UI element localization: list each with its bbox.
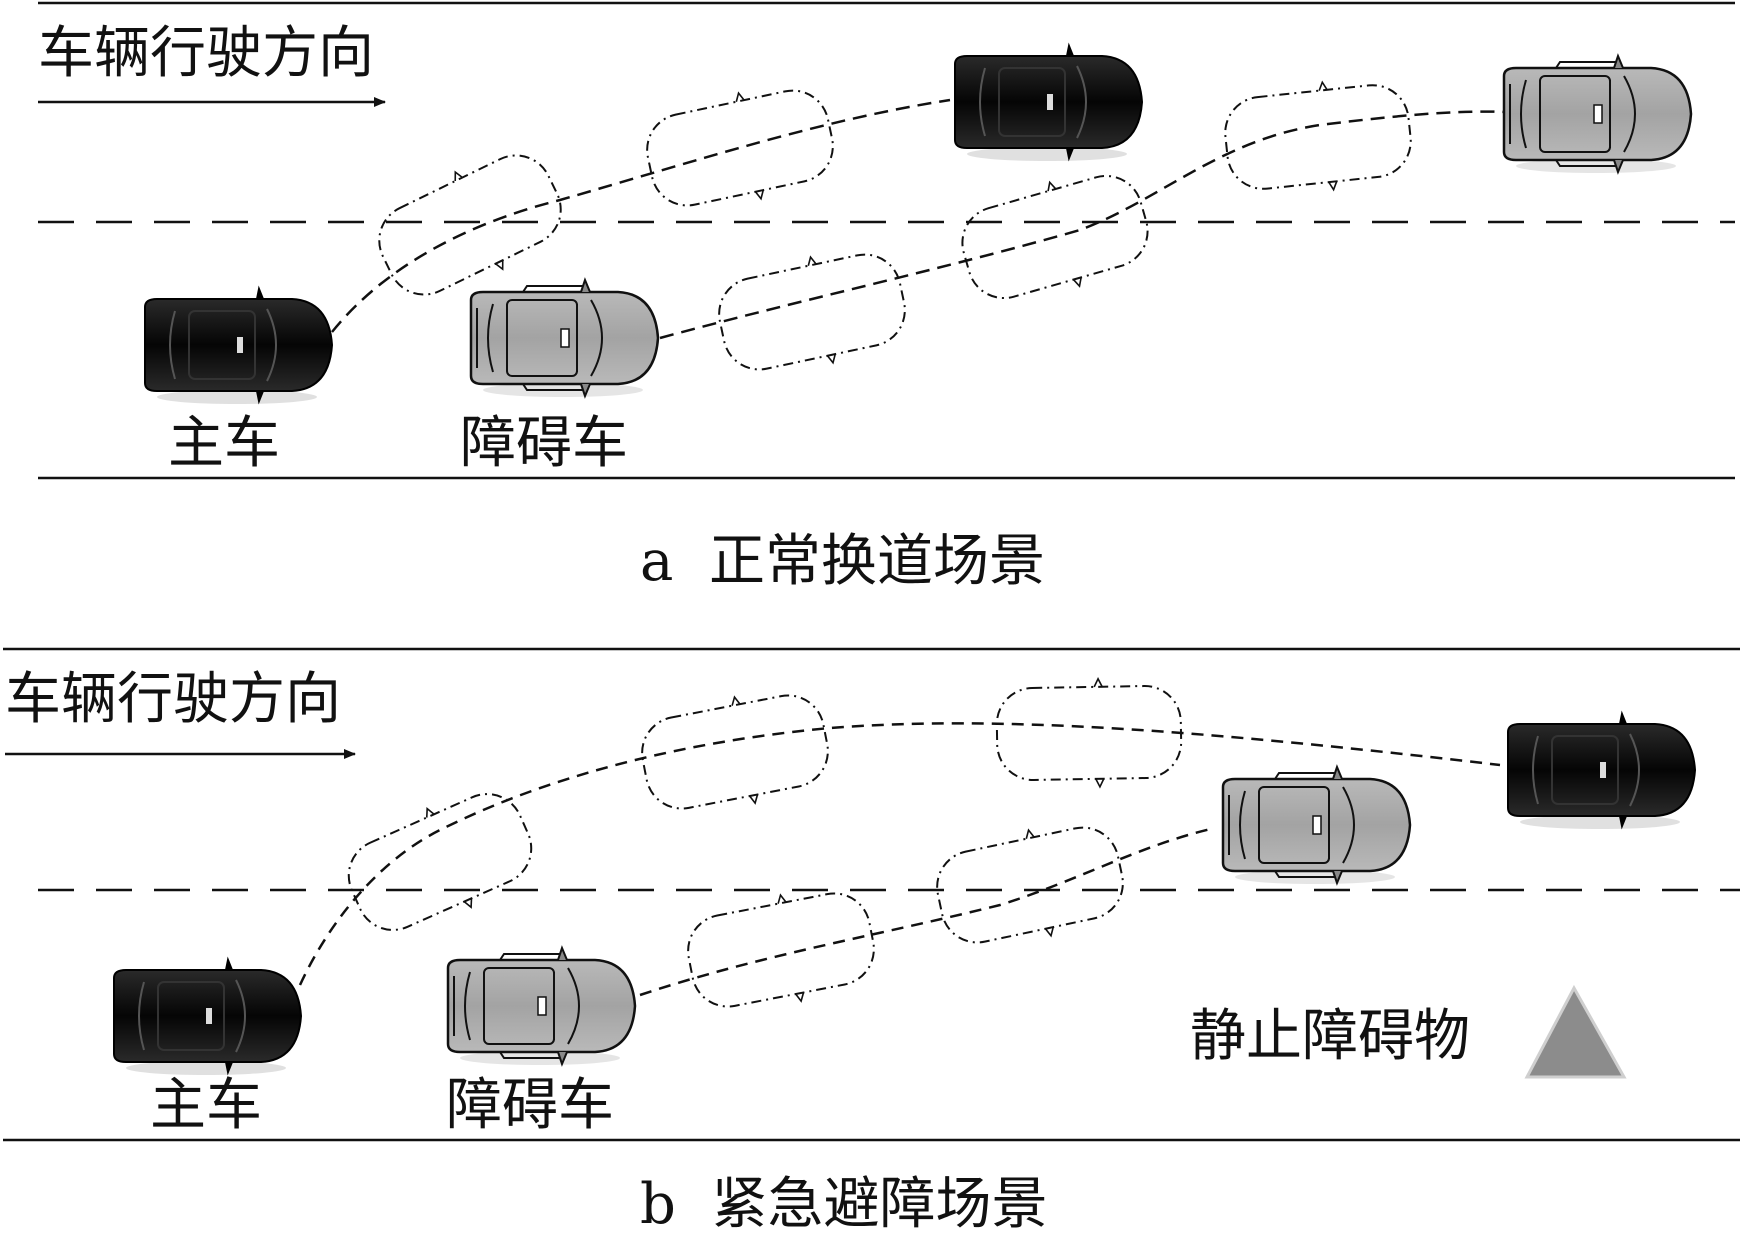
planned-obstacle-position-3 [1219,72,1417,202]
obstacle-car-end [1221,765,1412,886]
planned-obstacle-position-1 [679,878,883,1022]
host-label: 主车 [150,1073,262,1138]
direction-label: 车辆行驶方向 [5,667,341,732]
host-car-start [113,959,302,1076]
host-label: 主车 [168,411,280,476]
host-car-start [144,288,333,405]
host-trajectory [298,722,1501,986]
planned-host-position-1 [362,135,578,315]
planned-obstacle-position-2 [927,812,1133,958]
caption-a: a 正常换道场景 [640,529,1045,594]
caption-b: b 紧急避障场景 [640,1172,1047,1237]
panel-a: 车辆行驶方向 主车 障碍车 a 正常换道场景 [38,1,1735,594]
obstacle-car-end [1502,54,1693,175]
static-obstacle-triangle-icon [1524,984,1627,1079]
host-trajectory [331,98,951,333]
host-car-end [1507,713,1696,830]
direction-label: 车辆行驶方向 [38,21,374,86]
obstacle-car-label: 障碍车 [460,411,628,476]
planned-host-position-2 [637,75,843,221]
obstacle-trajectory [659,110,1506,340]
obstacle-car-label: 障碍车 [446,1073,614,1138]
host-car-end [954,45,1143,162]
planned-host-position-1 [332,774,548,950]
obstacle-car-start [446,946,637,1067]
panel-b: 车辆行驶方向 主车 障碍车 静止障碍物 b 紧急避障场景 [3,647,1740,1237]
planned-obstacle-position-1 [709,239,915,385]
planned-host-position-3 [995,676,1183,790]
obstacle-trajectory [639,826,1216,997]
static-obstacle-label: 静止障碍物 [1190,1004,1470,1069]
obstacle-car-start [469,278,660,399]
